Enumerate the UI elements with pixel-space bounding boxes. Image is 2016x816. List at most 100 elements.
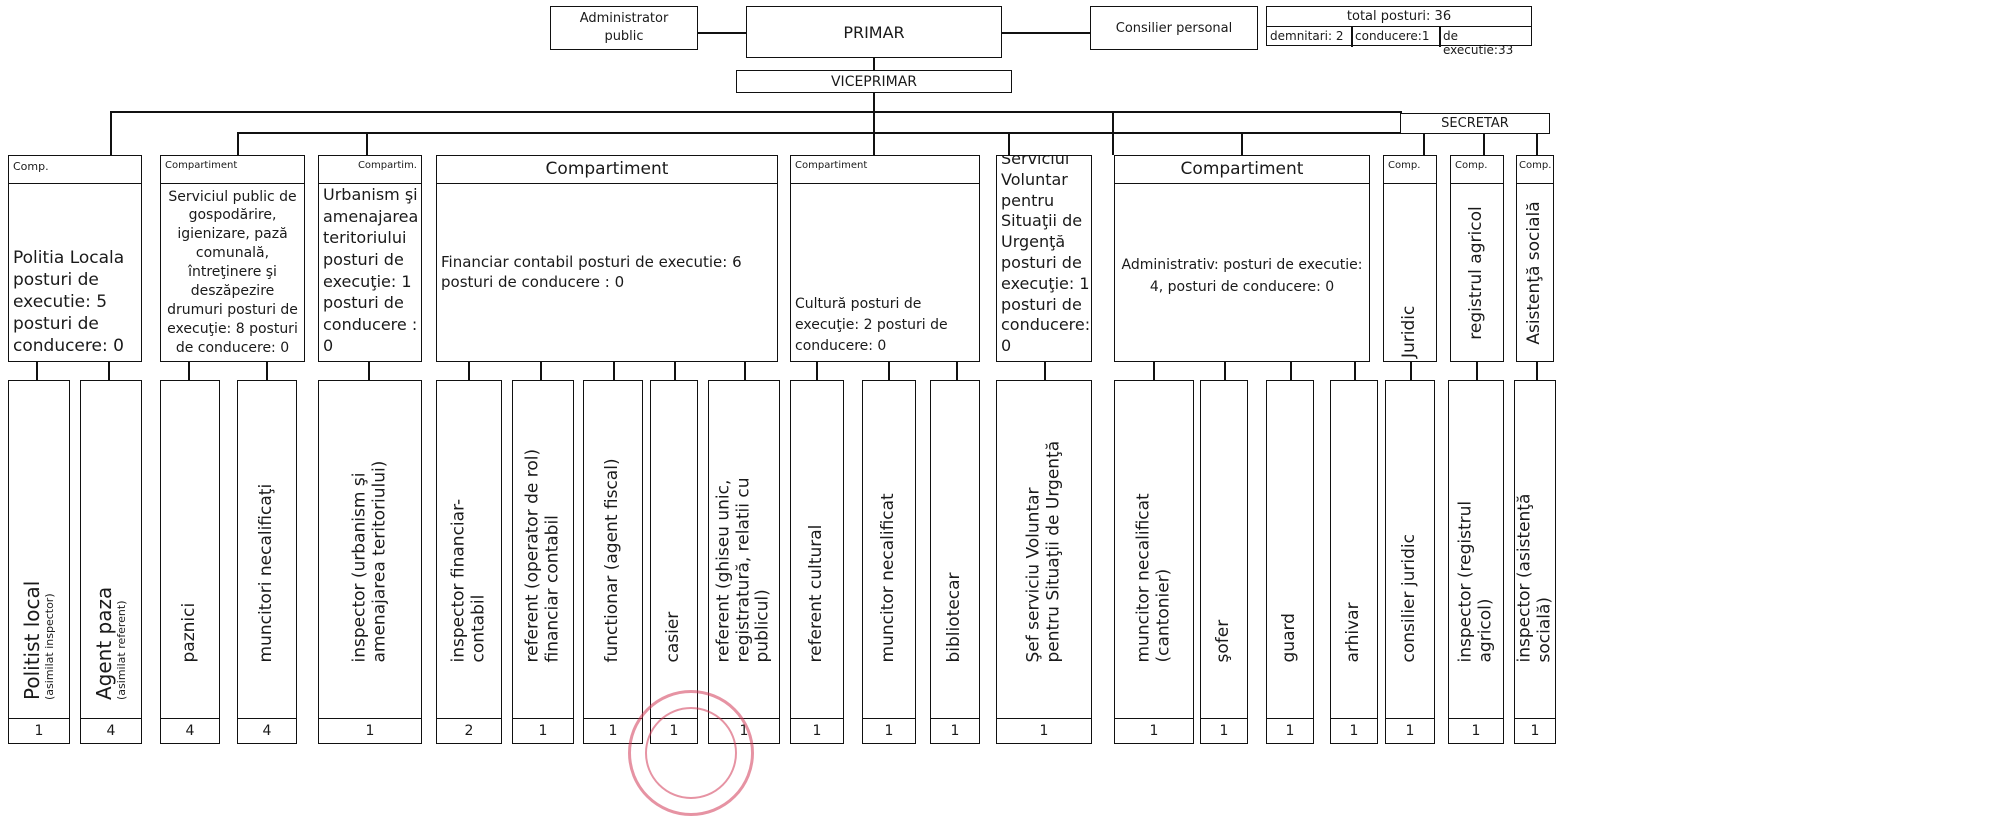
dept-header: Compartiment xyxy=(1115,156,1369,184)
position-count: 1 xyxy=(863,718,915,743)
connector-secretar-juridic xyxy=(1423,134,1425,155)
connector-pos xyxy=(266,362,268,380)
dept-text: Serviciul Voluntar pentru Situaţii de Ur… xyxy=(1001,155,1091,356)
dept-header: Comp. xyxy=(1451,156,1503,184)
position-count: 4 xyxy=(81,718,141,743)
connector-secretar-registrul xyxy=(1483,134,1485,155)
dept-financiar-contabil: Compartiment Financiar contabil posturi … xyxy=(436,155,778,362)
position-box: muncitor necalificat 1 xyxy=(862,380,916,744)
position-title: inspector (urbanism şi amenajarea terito… xyxy=(349,460,389,663)
connector-secretar-asistenta xyxy=(1536,134,1538,155)
position-title: Agent paza xyxy=(92,586,117,700)
position-box: functionar (agent fiscal) 1 xyxy=(583,380,643,744)
position-count: 1 xyxy=(1267,718,1313,743)
position-title: referent (ghiseu unic, registratură, rel… xyxy=(713,477,773,663)
connector-vice-down xyxy=(873,93,875,155)
connector-pos xyxy=(956,362,958,380)
position-title: muncitor necalificat xyxy=(878,493,899,663)
position-title: muncitor necalificat (cantonier) xyxy=(1133,493,1173,663)
position-count: 1 xyxy=(1201,718,1247,743)
administrator-public-box: Administrator public xyxy=(550,6,698,50)
totals-divider xyxy=(1351,26,1353,47)
connector-pos xyxy=(1290,362,1292,380)
totals-demnitari: demnitari: 2 xyxy=(1270,29,1344,43)
position-subtitle: (asimilat inspector) xyxy=(43,593,57,700)
totals-total: total posturi: 36 xyxy=(1267,7,1531,27)
connector-admin-primar xyxy=(698,32,746,34)
connector-pos xyxy=(744,362,746,380)
position-title: referent cultural xyxy=(806,524,827,663)
connector-bus-upper xyxy=(110,111,1401,113)
connector-pos xyxy=(816,362,818,380)
position-count: 1 xyxy=(1331,718,1377,743)
position-box: inspector (registrul agricol) 1 xyxy=(1448,380,1504,744)
totals-divider xyxy=(1439,26,1441,47)
connector-pos xyxy=(1354,362,1356,380)
dept-header: Compartim. xyxy=(319,156,421,184)
connector-pos xyxy=(1410,362,1412,380)
position-title: inspector (asistenţă socială) xyxy=(1515,493,1554,663)
position-count: 1 xyxy=(1449,718,1503,743)
position-count: 1 xyxy=(1515,718,1555,743)
dept-svsu: Serviciul Voluntar pentru Situaţii de Ur… xyxy=(996,155,1092,362)
connector-drop-politia xyxy=(110,111,112,155)
position-count: 4 xyxy=(238,718,296,743)
totals-table: total posturi: 36 demnitari: 2 conducere… xyxy=(1266,6,1532,57)
position-count: 1 xyxy=(319,718,421,743)
dept-text: Politia Locala posturi de executie: 5 po… xyxy=(13,247,125,356)
dept-text: Urbanism şi amenajarea teritoriului post… xyxy=(323,185,419,356)
connector-pos xyxy=(1224,362,1226,380)
viceprimar-label: VICEPRIMAR xyxy=(830,73,917,90)
connector-drop-svsu xyxy=(1112,111,1114,155)
position-box: Şef serviciu Voluntar pentru Situaţii de… xyxy=(996,380,1092,744)
position-box: Politist local (asimilat inspector) 1 xyxy=(8,380,70,744)
dept-text: Serviciul public de gospodărire, igieniz… xyxy=(167,188,298,356)
connector-pos xyxy=(468,362,470,380)
dept-serviciul-public: Compartiment Serviciul public de gospodă… xyxy=(160,155,305,362)
administrator-public-label: Administrator public xyxy=(579,10,669,44)
position-box: referent cultural 1 xyxy=(790,380,844,744)
position-count: 1 xyxy=(584,718,642,743)
position-title: consilier juridic xyxy=(1399,534,1420,663)
position-title: guard xyxy=(1279,613,1300,663)
dept-header: Compartiment xyxy=(791,156,979,184)
position-box: arhivar 1 xyxy=(1330,380,1378,744)
position-count: 1 xyxy=(1115,718,1193,743)
primar-label: PRIMAR xyxy=(843,22,905,42)
connector-drop-administrativ xyxy=(1241,132,1243,155)
dept-registrul-agricol: Comp. registrul agricol xyxy=(1450,155,1504,362)
connector-pos xyxy=(674,362,676,380)
position-title: Şef serviciu Voluntar pentru Situaţii de… xyxy=(1023,440,1063,663)
connector-drop-serviciul xyxy=(237,132,239,155)
connector-pos xyxy=(888,362,890,380)
dept-cultura: Compartiment Cultură posturi de execuţie… xyxy=(790,155,980,362)
position-count: 1 xyxy=(513,718,573,743)
position-title: inspector (registrul agricol) xyxy=(1455,500,1495,663)
dept-text: Cultură posturi de execuţie: 2 posturi d… xyxy=(795,296,948,354)
secretar-label: SECRETAR xyxy=(1441,116,1509,131)
secretar-box: SECRETAR xyxy=(1400,113,1550,134)
totals-executie: de executie:33 xyxy=(1443,29,1514,57)
position-box: consilier juridic 1 xyxy=(1385,380,1435,744)
dept-header: Compartiment xyxy=(437,156,777,184)
position-box: casier 1 xyxy=(650,380,698,744)
position-title: Politist local xyxy=(20,580,45,700)
connector-primar-consilier xyxy=(1002,32,1090,34)
position-box: referent (ghiseu unic, registratură, rel… xyxy=(708,380,780,744)
connector-pos xyxy=(613,362,615,380)
position-count: 4 xyxy=(161,718,219,743)
position-title: bibliotecar xyxy=(944,572,965,663)
viceprimar-box: VICEPRIMAR xyxy=(736,70,1012,93)
connector-pos xyxy=(540,362,542,380)
position-count: 1 xyxy=(931,718,979,743)
connector-pos xyxy=(108,362,110,380)
position-subtitle: (asimilat referent) xyxy=(115,600,129,700)
position-box: Agent paza (asimilat referent) 4 xyxy=(80,380,142,744)
connector-pos xyxy=(1153,362,1155,380)
position-box: guard 1 xyxy=(1266,380,1314,744)
position-box: inspector (asistenţă socială) 1 xyxy=(1514,380,1556,744)
dept-urbanism: Compartim. Urbanism şi amenajarea terito… xyxy=(318,155,422,362)
position-count: 1 xyxy=(9,718,69,743)
dept-text: registrul agricol xyxy=(1466,205,1487,340)
consilier-personal-box: Consilier personal xyxy=(1090,6,1258,50)
